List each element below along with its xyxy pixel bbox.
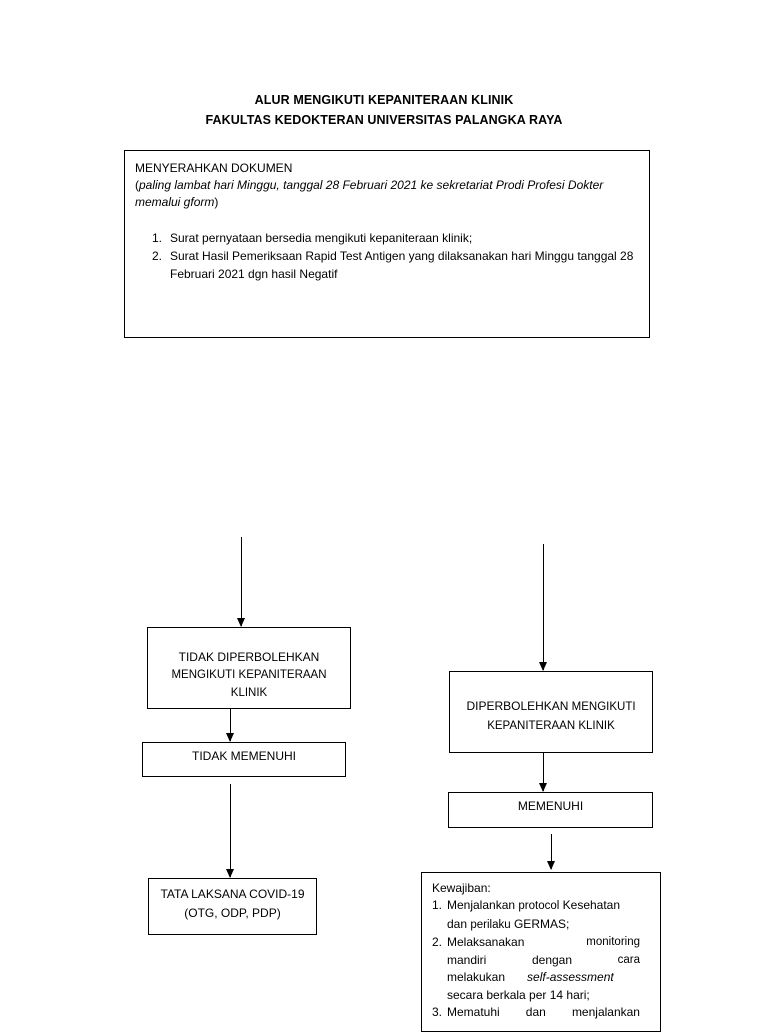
- list-item: 1. Menjalankan protocol Kesehatan dan pe…: [432, 898, 621, 931]
- arrow-left-mid: [226, 709, 234, 742]
- not-allowed-line3: KLINIK: [230, 687, 268, 699]
- not-fulfilled-label: TIDAK MEMENUHI: [191, 749, 296, 763]
- arrow-right-top: [539, 544, 547, 671]
- allowed-line2: KEPANITERAAN KLINIK: [487, 720, 615, 732]
- allowed-line1a: DIPERBOLEHKAN: [466, 699, 569, 713]
- management-line1: TATA LAKSANA COVID-19: [160, 887, 305, 901]
- page-title: ALUR MENGIKUTI KEPANITERAAN KLINIK: [254, 93, 514, 107]
- allowed-box: DIPERBOLEHKAN MENGIKUTI KEPANITERAAN KLI…: [449, 671, 653, 753]
- list-item: 1. Surat pernyataan bersedia mengikuti k…: [152, 231, 473, 245]
- arrow-left-bottom: [226, 784, 234, 878]
- not-allowed-line1: TIDAK DIPERBOLEHKAN: [178, 650, 320, 664]
- documents-box: MENYERAHKAN DOKUMEN (paling lambat hari …: [124, 150, 650, 338]
- management-box: TATA LAKSANA COVID-19 (OTG, ODP, PDP): [148, 878, 317, 935]
- fulfilled-label: MEMENUHI: [517, 799, 584, 813]
- documents-list: 1. Surat pernyataan bersedia mengikuti k…: [135, 229, 639, 283]
- list-item: 2. Surat Hasil Pemeriksaan Rapid Test An…: [152, 249, 634, 281]
- not-fulfilled-box: TIDAK MEMENUHI: [142, 742, 346, 777]
- arrow-left-top: [237, 537, 245, 627]
- arrow-right-bottom: [547, 834, 555, 870]
- obligations-heading: Kewajiban:: [432, 881, 491, 895]
- documents-note: (paling lambat hari Minggu, tanggal 28 F…: [135, 177, 639, 211]
- note-paren-close: ): [214, 195, 219, 209]
- page-subtitle: FAKULTAS KEDOKTERAN UNIVERSITAS PALANGKA…: [205, 113, 563, 127]
- allowed-line1b: MENGIKUTI: [568, 701, 636, 713]
- obligations-box: Kewajiban: 1. Menjalankan protocol Keseh…: [421, 872, 661, 1032]
- note-paren-open: (: [135, 178, 139, 192]
- arrow-right-mid: [539, 753, 547, 792]
- not-allowed-line2: MENGIKUTI KEPANITERAAN: [171, 669, 327, 681]
- obligations-list: 1. Menjalankan protocol Kesehatan dan pe…: [432, 897, 640, 1022]
- note-italic: paling lambat hari Minggu, tanggal 28 Fe…: [135, 178, 604, 209]
- not-allowed-box: TIDAK DIPERBOLEHKAN MENGIKUTI KEPANITERA…: [147, 627, 351, 709]
- fulfilled-box: MEMENUHI: [448, 792, 653, 828]
- documents-heading: MENYERAHKAN DOKUMEN: [135, 161, 293, 175]
- management-line2: (OTG, ODP, PDP): [184, 906, 281, 920]
